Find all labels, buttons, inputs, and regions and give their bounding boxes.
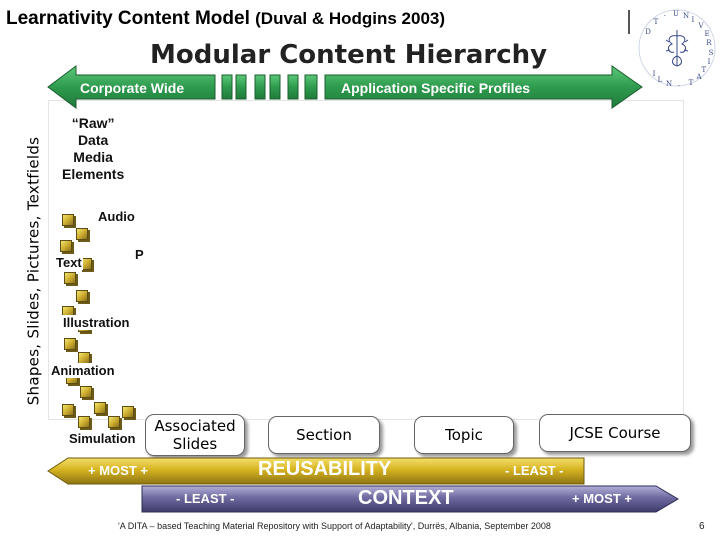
media-cube (78, 416, 90, 428)
media-cube (64, 338, 76, 350)
slide-title-main: Learnativity Content Model (6, 8, 250, 29)
jcse-course-box: JCSE Course (539, 414, 691, 452)
raw-line: Media (73, 149, 113, 165)
simulation-label: Simulation (68, 431, 137, 446)
media-cube (62, 214, 74, 226)
svg-text:DT· UNI VER SIT: DT· UNI VER SIT AT· ILN (645, 10, 714, 90)
slide-title-reference: (Duval & Hodgins 2003) (255, 9, 446, 28)
media-cube (122, 406, 134, 418)
section-box: Section (268, 416, 380, 454)
illustration-label: Illustration (62, 315, 131, 330)
reusability-arrow (47, 457, 585, 485)
scope-arrow-segment (221, 74, 233, 100)
media-cube (108, 416, 120, 428)
scope-arrow-segment (287, 74, 299, 100)
audio-label: Audio (97, 209, 136, 224)
page-number: 6 (699, 521, 705, 532)
animation-label: Animation (50, 363, 116, 378)
jcse-course-label: JCSE Course (569, 424, 661, 442)
context-most: + MOST + (572, 491, 632, 506)
text-label: Text (55, 255, 83, 270)
vertical-axis-label: Shapes, Slides, Pictures, Textfields (22, 110, 44, 432)
scope-arrow-segment (304, 74, 318, 100)
raw-line: “Raw” (71, 115, 115, 131)
media-cube (94, 402, 106, 414)
scope-arrow-left-head (47, 65, 216, 109)
reusability-title: REUSABILITY (258, 458, 392, 480)
partial-label: P (134, 247, 145, 262)
media-cube (60, 240, 72, 252)
media-cube (76, 228, 88, 240)
context-least: - LEAST - (176, 491, 235, 506)
scope-arrow-segment (269, 74, 281, 100)
topic-label: Topic (445, 426, 483, 444)
vertical-label-text: Shapes, Slides, Pictures, Textfields (24, 136, 43, 406)
associated-slides-line: Slides (172, 435, 218, 453)
context-arrow (141, 485, 679, 513)
title-divider (628, 10, 630, 34)
media-cube (62, 404, 74, 416)
media-cube (80, 386, 92, 398)
raw-media-elements: “Raw” Data Media Elements (62, 115, 124, 183)
scope-arrow-segment (235, 74, 247, 100)
media-cube (64, 272, 76, 284)
media-element-cubes (58, 210, 148, 435)
reusability-least: - LEAST - (505, 463, 564, 478)
corporate-wide-label: Corporate Wide (80, 80, 185, 96)
reusability-most: + MOST + (88, 463, 148, 478)
raw-line: Data (77, 132, 109, 148)
topic-box: Topic (414, 416, 514, 454)
application-specific-label: Application Specific Profiles (341, 80, 531, 96)
hierarchy-title: Modular Content Hierarchy (150, 40, 548, 70)
section-label: Section (296, 426, 352, 444)
raw-line: Elements (62, 166, 125, 182)
context-title: CONTEXT (358, 487, 454, 509)
associated-slides-line: Associated (154, 417, 236, 435)
slide-title: Learnativity Content Model (Duval & Hodg… (6, 8, 445, 30)
scope-arrow-segment (254, 74, 266, 100)
scope-arrow-right-head (324, 65, 643, 109)
scope-arrow (47, 65, 643, 109)
associated-slides-box: Associated Slides (145, 414, 245, 456)
footer-citation: 'A DITA – based Teaching Material Reposi… (118, 521, 551, 531)
media-cube (76, 290, 88, 302)
